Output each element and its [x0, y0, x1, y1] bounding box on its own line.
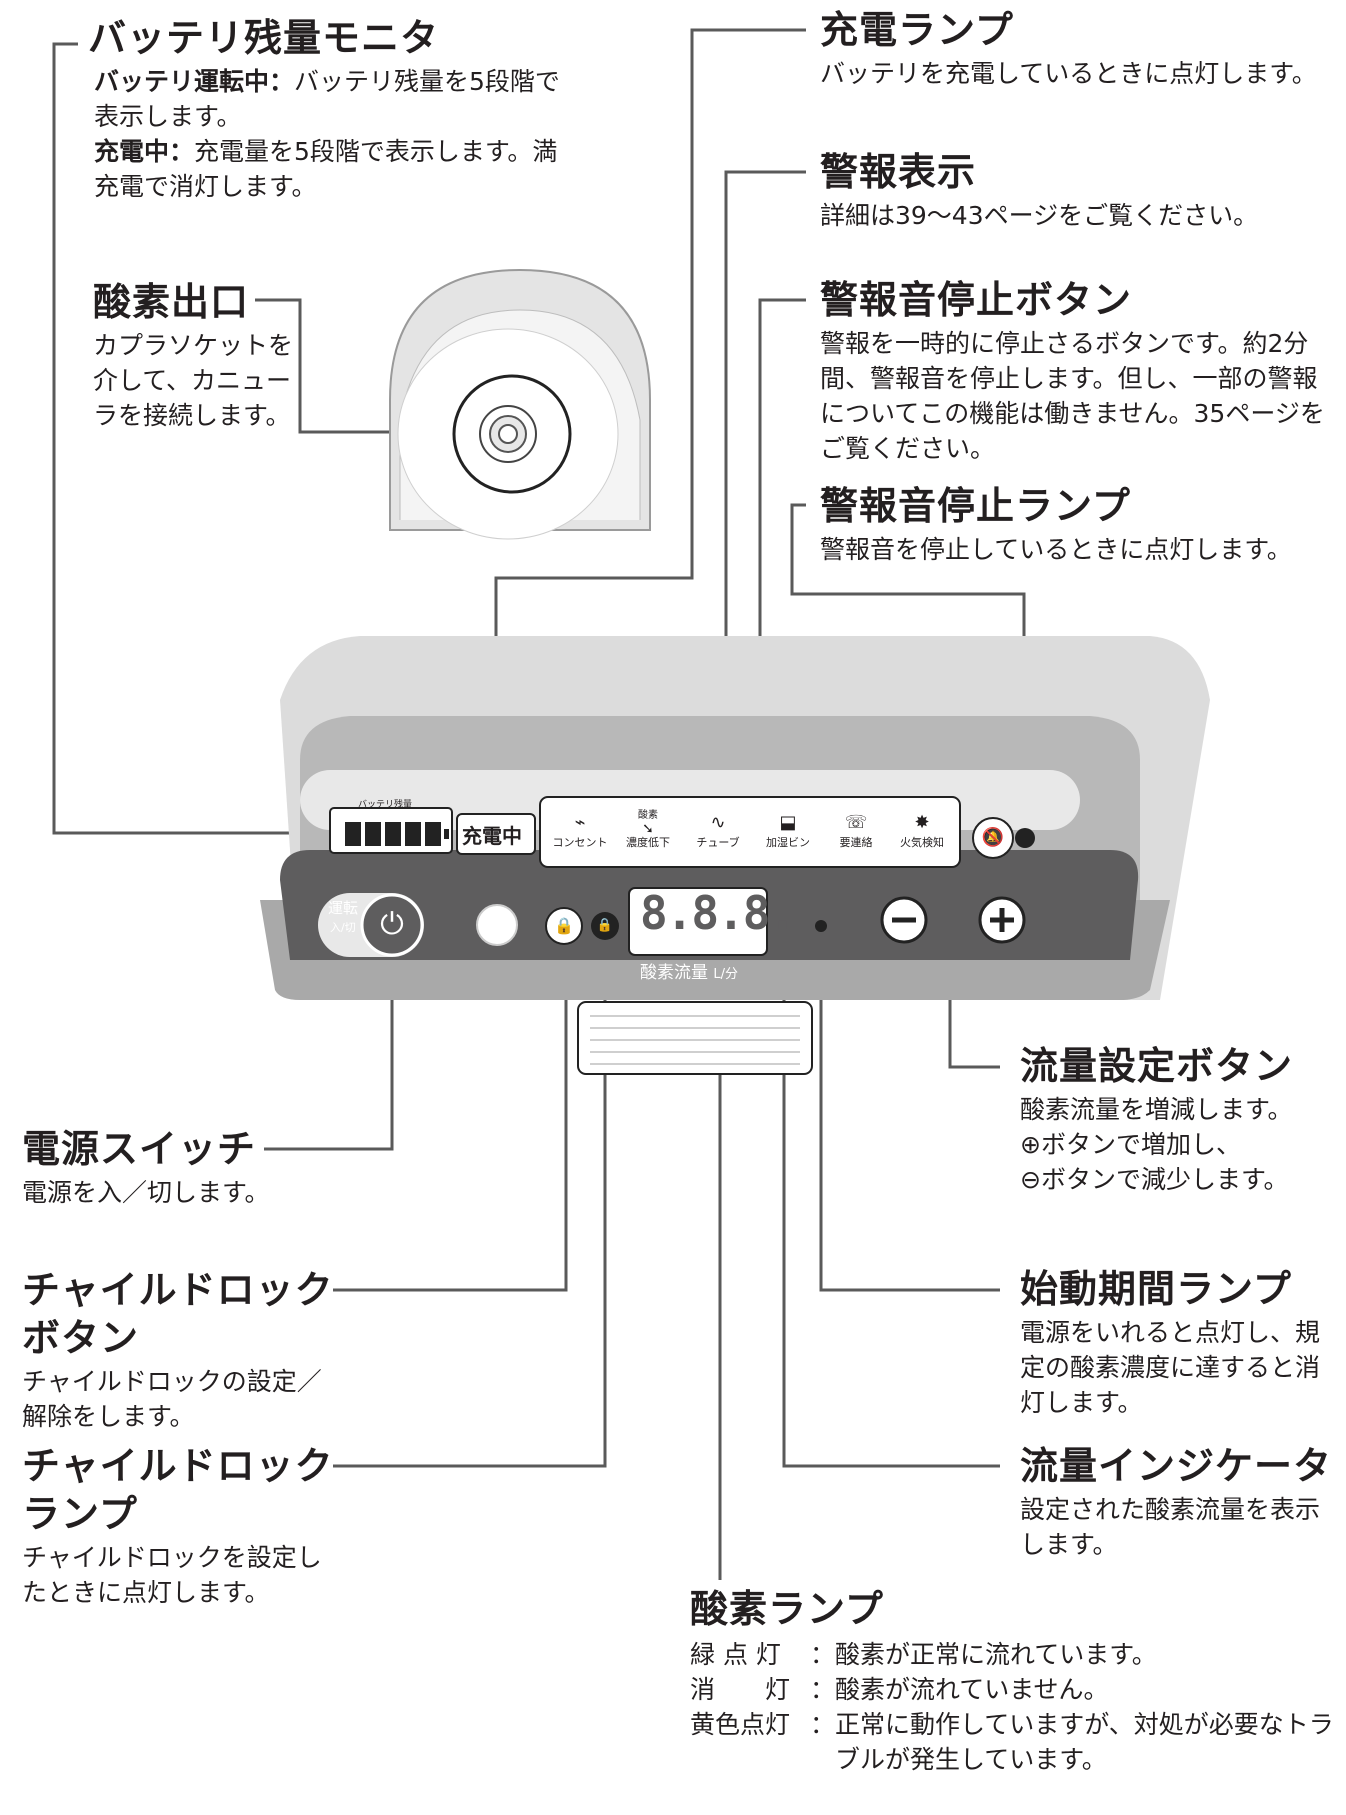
leader-flow-indicator	[774, 916, 1000, 1468]
oxygen-lamp-title: 酸素ランプ	[690, 1587, 884, 1631]
flow-minus-button[interactable]	[882, 898, 926, 942]
control-row	[318, 887, 1026, 957]
power-icon: ⏻	[380, 907, 404, 942]
child-lock-lamp-callout: チャイルドロックランプ チャイルドロックを設定したときに点灯します。	[22, 1442, 342, 1610]
leader-lock-lamp	[333, 928, 607, 1468]
startup-lamp-callout: 始動期間ランプ 電源をいれると点灯し、規定の酸素濃度に達すると消灯します。	[1020, 1265, 1340, 1420]
alarm-display-title: 警報表示	[820, 150, 977, 194]
flow-indicator-title: 流量インジケータ	[1020, 1444, 1333, 1488]
flow-unit: L/分	[713, 967, 739, 982]
battery-monitor-title: バッテリ残量モニタ	[88, 16, 440, 60]
flow-plus-button[interactable]	[980, 898, 1024, 942]
oxygen-lamp-row: 消 灯：酸素が流れていません。	[690, 1675, 1109, 1704]
power-label-top: 運転	[328, 899, 359, 917]
leader-startup	[819, 934, 1000, 1292]
power-switch-title: 電源スイッチ	[22, 1127, 257, 1171]
alarm-stop-button[interactable]: 🔕	[977, 822, 1009, 854]
flow-buttons-callout: 流量設定ボタン 酸素流量を増減します。⊕ボタンで増加し、⊖ボタンで減少します。	[1020, 1042, 1340, 1197]
outlet-alarm-icon: ⌁コンセント	[552, 812, 608, 849]
lock-icon: 🔒	[554, 916, 574, 935]
charging-badge: 充電中	[462, 824, 522, 848]
child-lock-button-callout: チャイルドロックボタン チャイルドロックの設定／解除をします。	[22, 1266, 342, 1434]
power-switch-callout: 電源スイッチ 電源を入／切します。	[22, 1125, 352, 1210]
flow-buttons-title: 流量設定ボタン	[1020, 1044, 1294, 1088]
oxygen-lamp-callout: 酸素ランプ 緑 点 灯：酸素が正常に流れています。 消 灯：酸素が流れていません…	[690, 1585, 1340, 1777]
alarm-stop-button-callout: 警報音停止ボタン 警報を一時的に停止さるボタンです。約2分間、警報音を停止します…	[820, 276, 1340, 466]
alarm-stop-button-title: 警報音停止ボタン	[820, 278, 1133, 322]
charge-lamp-title: 充電ランプ	[820, 8, 1014, 52]
plus-icon: ⊕	[1020, 1130, 1041, 1159]
fire-alarm-icon: ✸火気検知	[900, 812, 944, 849]
child-lock-button-title: チャイルドロックボタン	[22, 1268, 334, 1360]
leader-power	[264, 932, 394, 1151]
alarm-display-callout: 警報表示 詳細は39～43ページをご覧ください。	[820, 148, 1340, 233]
leader-lock-btn	[333, 928, 568, 1292]
minus-icon: ⊖	[1020, 1165, 1041, 1194]
battery-caption: バッテリ残量	[358, 800, 413, 810]
battery-monitor-callout: バッテリ残量モニタ バッテリ運転中：バッテリ残量を5段階で表示します。充電中：充…	[88, 14, 568, 204]
oxygen-outlet-title: 酸素出口	[93, 280, 250, 324]
lock-lamp-icon: 🔒	[596, 918, 614, 933]
oxygen-lamp-row: 緑 点 灯：酸素が正常に流れています。	[690, 1640, 1157, 1669]
alarm-stop-lamp-callout: 警報音停止ランプ 警報音を停止しているときに点灯します。	[820, 482, 1340, 567]
flow-display: 8.8.8.	[640, 886, 796, 940]
child-lock-button[interactable]: 🔒	[546, 910, 582, 942]
humidifier-alarm-icon: ⬓加湿ビン	[766, 812, 810, 849]
oxygen-outlet-illustration	[389, 268, 651, 540]
alarm-icon-row: ⌁コンセント 酸素➘濃度低下 ∿チューブ ⬓加湿ビン ☏要連絡 ✸火気検知	[547, 810, 957, 860]
oxygen-low-alarm-icon: 酸素➘濃度低下	[626, 810, 670, 849]
child-lock-lamp-title: チャイルドロックランプ	[22, 1444, 334, 1536]
startup-lamp-title: 始動期間ランプ	[1020, 1267, 1292, 1311]
oxygen-lamp-row: 黄色点灯：正常に動作していますが、対処が必要なトラブルが発生しています。	[690, 1710, 1334, 1774]
battery-gauge-bars	[345, 822, 449, 846]
leader-alarm-display	[724, 170, 806, 797]
power-button[interactable]: ⏻	[362, 895, 422, 955]
contact-alarm-icon: ☏要連絡	[839, 812, 873, 849]
power-label-bottom: 入/切	[330, 921, 356, 934]
flow-caption: 酸素流量 L/分	[640, 963, 739, 983]
indicator-strip	[329, 796, 1035, 868]
leader-battery	[52, 42, 330, 835]
tube-alarm-icon: ∿チューブ	[696, 812, 740, 849]
flow-indicator-callout: 流量インジケータ 設定された酸素流量を表示します。	[1020, 1442, 1340, 1562]
alarm-stop-lamp-title: 警報音停止ランプ	[820, 484, 1131, 528]
oxygen-outlet-callout: 酸素出口 カプラソケットを介して、カニューラを接続します。	[93, 278, 313, 433]
child-lock-lamp: 🔒	[591, 912, 619, 940]
charge-lamp-callout: 充電ランプ バッテリを充電しているときに点灯します。	[820, 6, 1340, 91]
bell-mute-icon: 🔕	[981, 827, 1005, 848]
